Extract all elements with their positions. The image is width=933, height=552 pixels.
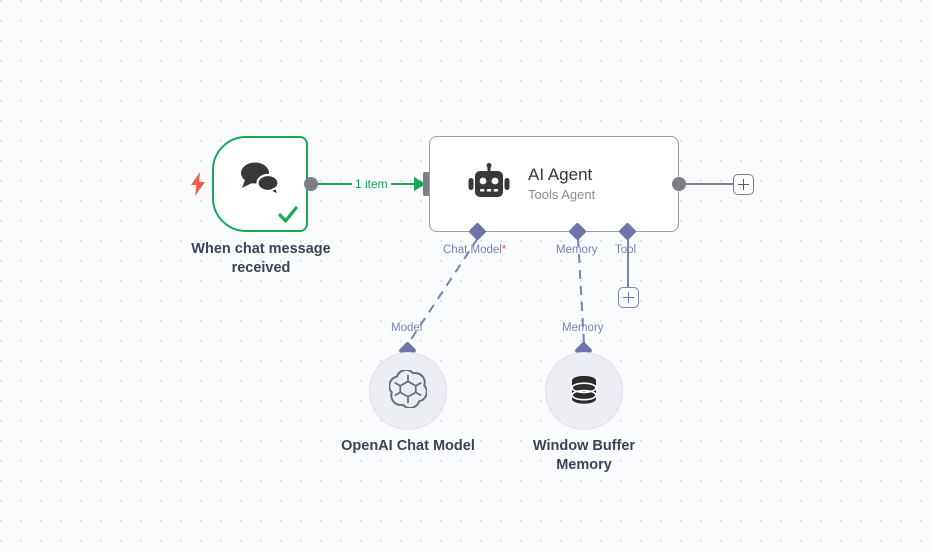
caption-openai-chat-model: OpenAI Chat Model	[341, 438, 475, 454]
database-icon	[565, 370, 603, 413]
caption-when-chat-message-received: When chat message received	[191, 241, 331, 277]
agent-input-port[interactable]	[423, 172, 432, 196]
openai-logo-icon	[388, 368, 428, 413]
agent-title: AI Agent	[528, 165, 593, 185]
port-label-tool: Tool	[615, 244, 637, 256]
plus-vertical-bar	[627, 292, 630, 303]
chat-bubbles-icon	[236, 158, 284, 198]
lightning-bolt-icon	[190, 172, 206, 196]
node-openai-chat-model[interactable]	[369, 352, 447, 430]
robot-icon	[468, 163, 510, 205]
node-ai-agent[interactable]: AI Agent Tools Agent	[429, 136, 679, 232]
port-label-memory: Memory	[556, 244, 598, 256]
agent-subtitle: Tools Agent	[528, 187, 596, 203]
required-asterisk: *	[501, 244, 507, 256]
port-label-chat-model: Chat Model*	[443, 244, 507, 257]
agent-text-block: AI Agent Tools Agent	[528, 164, 595, 204]
port-label-model: Model	[391, 322, 423, 334]
agent-output-port[interactable]	[672, 177, 686, 191]
trigger-output-port[interactable]	[304, 177, 318, 191]
node-window-buffer-memory[interactable]	[545, 352, 623, 430]
plus-vertical-bar	[742, 179, 745, 190]
port-label-chat-model-text: Chat Model	[443, 244, 502, 256]
connection-item-count-label: 1 item	[352, 178, 391, 190]
add-node-button[interactable]	[733, 174, 754, 195]
node-when-chat-message-received[interactable]	[212, 136, 308, 232]
caption-window-buffer-memory: Window Buffer Memory	[532, 438, 636, 474]
port-label-memory-sub: Memory	[562, 322, 604, 334]
add-tool-button[interactable]	[618, 287, 639, 308]
check-mark-icon	[277, 204, 299, 226]
